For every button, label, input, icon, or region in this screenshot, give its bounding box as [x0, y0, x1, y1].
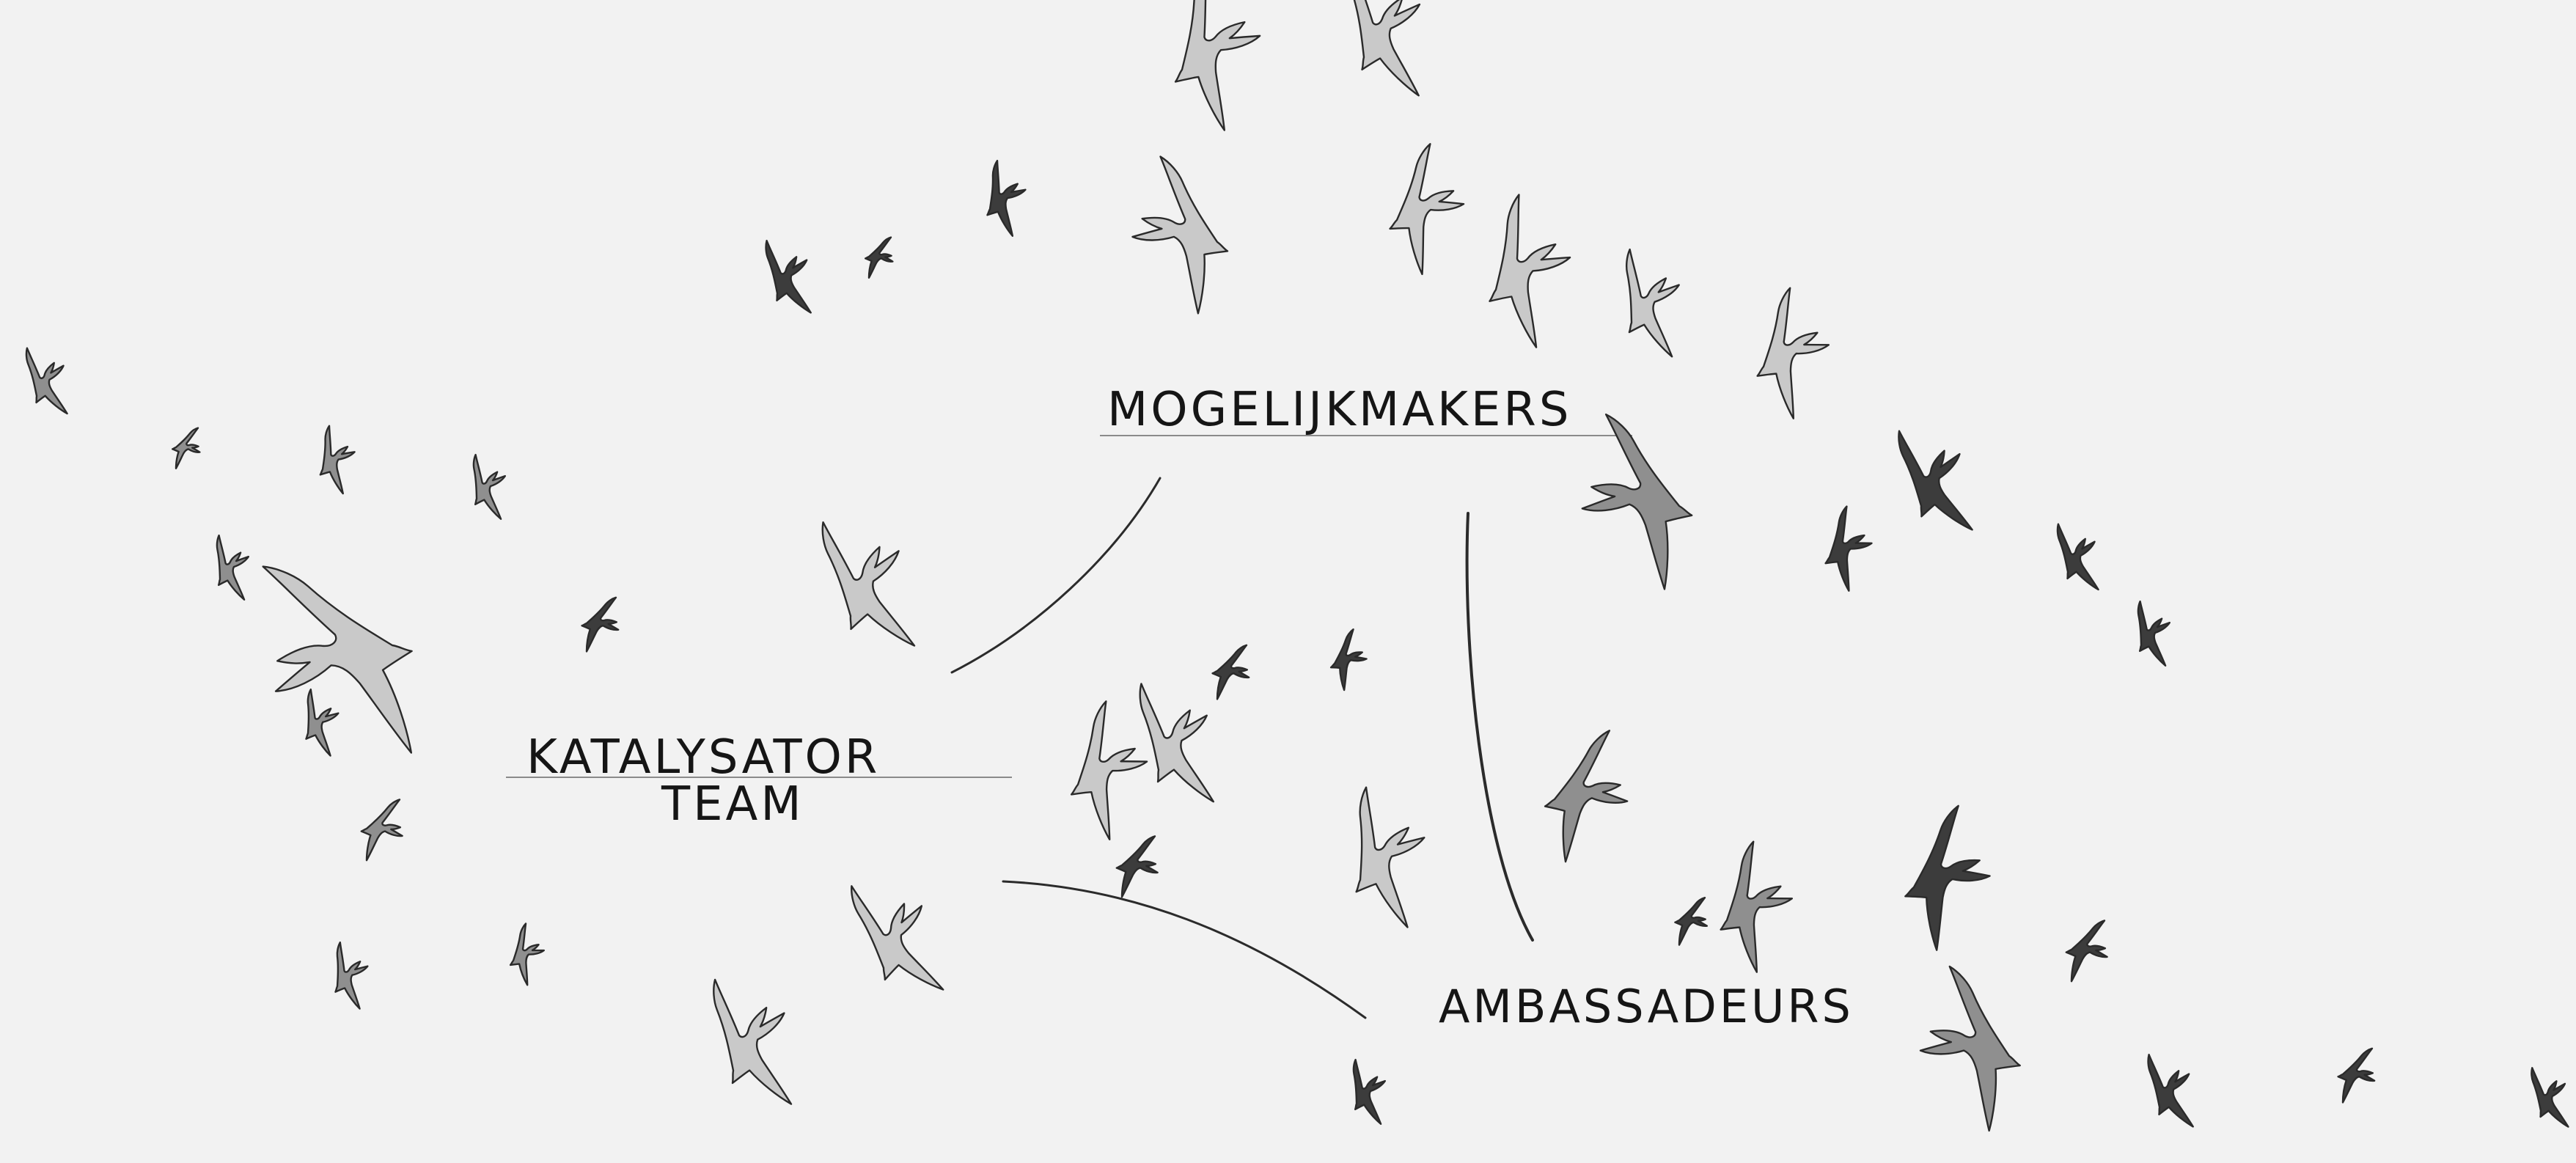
swallow-icon: [1117, 836, 1158, 897]
swallow-icon: [582, 598, 619, 652]
swallow-icon: [2513, 1065, 2576, 1131]
ambassadeurs-label: AMBASSADEURS: [1439, 980, 1854, 1033]
swallow-icon: [2066, 920, 2107, 981]
swallow-icon: [1118, 155, 1247, 316]
swallow-icon: [1321, 628, 1374, 691]
swallow-icon: [1309, 783, 1461, 935]
swallow-icon: [1331, 1057, 1403, 1128]
swallow-icon: [1571, 413, 1706, 591]
connector-katalysator-to-mogelijkmakers: [952, 478, 1160, 672]
swallow-icon: [1133, 0, 1292, 137]
swallow-icon: [254, 543, 429, 774]
swallow-icon: [1213, 645, 1250, 700]
swallow-icon: [1675, 898, 1706, 944]
swallow-icon: [362, 799, 403, 860]
swallow-icon: [1728, 285, 1852, 423]
connector-katalysator-to-ambassadeurs: [1003, 881, 1365, 1018]
swallow-icon: [2116, 599, 2188, 669]
swallow-icon: [194, 533, 267, 603]
swallow-icon: [1871, 427, 1999, 538]
swallow-icon: [496, 922, 555, 988]
swallow-icon: [1449, 191, 1601, 354]
mogelijkmakers-label: MOGELIJKMAKERS: [1107, 383, 1572, 437]
swallow-icon: [2037, 521, 2118, 595]
swallow-icon: [826, 881, 968, 1000]
katalysator-label-line1: KATALYSATOR: [526, 730, 880, 785]
swallow-icon: [300, 424, 370, 496]
swallow-icon: [1905, 965, 2040, 1134]
swallow-icon: [1365, 142, 1483, 278]
swallow-icon: [172, 428, 199, 469]
swallow-icon: [744, 238, 833, 318]
swallow-icon: [675, 975, 829, 1113]
swallow-icon: [1806, 505, 1887, 594]
swallow-icon: [1589, 246, 1710, 364]
flock-of-swallows: [6, 0, 2576, 1134]
swallow-icon: [1103, 679, 1249, 810]
swallow-icon: [1882, 804, 2007, 954]
swallow-icon: [284, 688, 356, 760]
swallow-icon: [1691, 839, 1815, 977]
katalysator-label-line2: TEAM: [661, 777, 804, 832]
swallow-icon: [2338, 1049, 2375, 1103]
swallow-icon: [1534, 730, 1636, 863]
connector-mogelijkmakers-to-ambassadeurs: [1467, 513, 1533, 940]
swallow-icon: [787, 517, 947, 656]
swallow-icon: [1307, 0, 1462, 105]
swallow-icon: [451, 452, 524, 523]
swallow-icon: [865, 238, 892, 278]
swallow-icon: [313, 941, 385, 1013]
swallow-icon: [965, 159, 1043, 240]
swallow-icon: [2126, 1052, 2215, 1132]
swallow-icon: [6, 345, 87, 419]
